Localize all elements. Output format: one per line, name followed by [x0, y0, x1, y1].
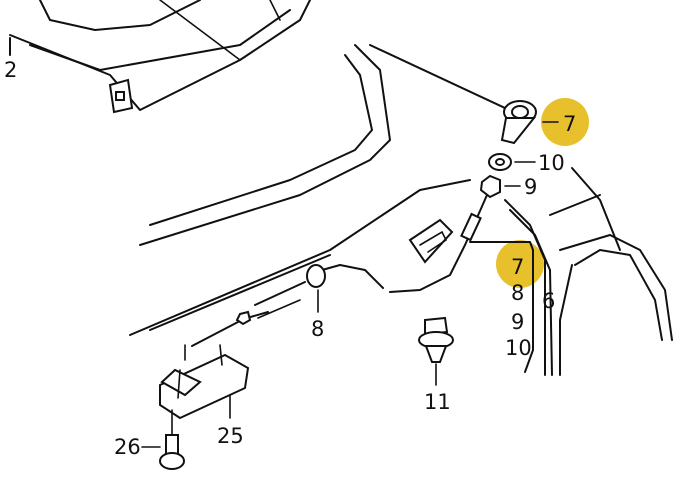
vehicle-body: [129, 44, 673, 376]
tray-part-2: [9, 0, 311, 114]
label-6: 6: [542, 289, 555, 313]
label-7-top[interactable]: 7: [563, 112, 576, 136]
label-8-mid: 8: [511, 281, 524, 305]
label-10-mid: 10: [505, 336, 532, 360]
label-10-top: 10: [538, 151, 565, 175]
label-11: 11: [424, 390, 451, 414]
lock-part-25: [141, 289, 319, 470]
label-9-mid: 9: [511, 310, 524, 334]
release-cable: [191, 194, 534, 373]
filler-cap-parts: [479, 100, 559, 199]
label-8-cable: 8: [311, 317, 324, 341]
label-9-top: 9: [524, 175, 537, 199]
label-26: 26: [114, 435, 141, 459]
clip-part-11: [418, 316, 454, 386]
label-7-mid[interactable]: 7: [511, 255, 524, 279]
label-25: 25: [217, 424, 244, 448]
label-2: 2: [4, 58, 17, 82]
highlight-7-top[interactable]: [541, 98, 589, 146]
